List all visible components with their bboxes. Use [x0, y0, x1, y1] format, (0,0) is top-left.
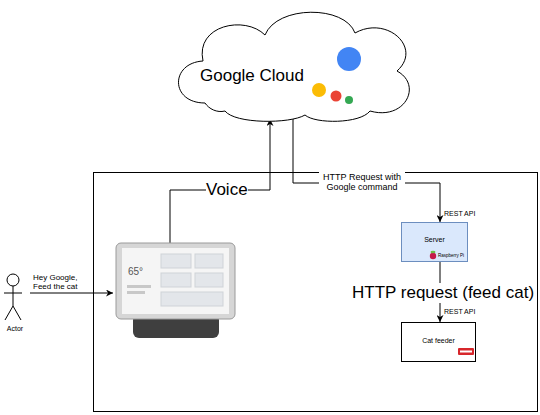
flow-label: Voice [206, 180, 248, 200]
server-box: ServerRaspberry Pi [401, 222, 468, 262]
brand-badge [458, 348, 474, 355]
flow-label: HTTP request (feed cat) [352, 283, 534, 303]
feeder-title: Cat feeder [402, 337, 475, 345]
connector-arrow [170, 119, 270, 243]
actor-head [7, 274, 19, 286]
screen-card [161, 254, 191, 268]
cloud-shape [178, 12, 409, 121]
request-label: HTTP Request with Google command [319, 172, 405, 193]
screen-card [195, 273, 223, 287]
screen-card [161, 292, 223, 306]
screen-card [161, 273, 191, 287]
brand-text: Raspberry Pi [438, 253, 464, 258]
display-bezel [116, 243, 235, 319]
assistant-dot [337, 47, 361, 71]
assistant-dot [312, 83, 326, 97]
interface-label: REST API [444, 210, 475, 218]
screen-card [195, 254, 223, 268]
brand-stripe [460, 351, 472, 353]
server-title: Server [402, 236, 467, 244]
actor-limb [13, 286, 14, 306]
interface-label: REST API [444, 308, 475, 316]
actor-limb [5, 306, 13, 320]
utterance-label: Hey Google, Feed the cat [33, 273, 85, 291]
system-boundary [94, 173, 538, 412]
raspberry-leaf [431, 251, 436, 253]
smart-display-node: 65° [113, 240, 238, 340]
connector-arrow [30, 293, 113, 294]
raspberry-icon [430, 253, 436, 259]
cloud-title: Google Cloud [200, 66, 304, 86]
actor-node: Actor [0, 268, 30, 340]
actor-limb [13, 306, 21, 320]
actor-limb [4, 293, 22, 294]
feeder-box: Cat feeder [401, 322, 476, 362]
node-outline [165, 3, 412, 122]
cloud-node: Google Cloud [165, 3, 412, 122]
node-outline [113, 240, 238, 340]
screen-bar [127, 285, 151, 288]
connector-arrow [293, 119, 440, 222]
assistant-dot [345, 96, 353, 104]
display-temperature: 65° [128, 266, 143, 278]
assistant-dot [331, 91, 342, 102]
screen-bar [127, 291, 145, 294]
actor-name: Actor [0, 325, 30, 333]
display-screen [122, 248, 229, 314]
